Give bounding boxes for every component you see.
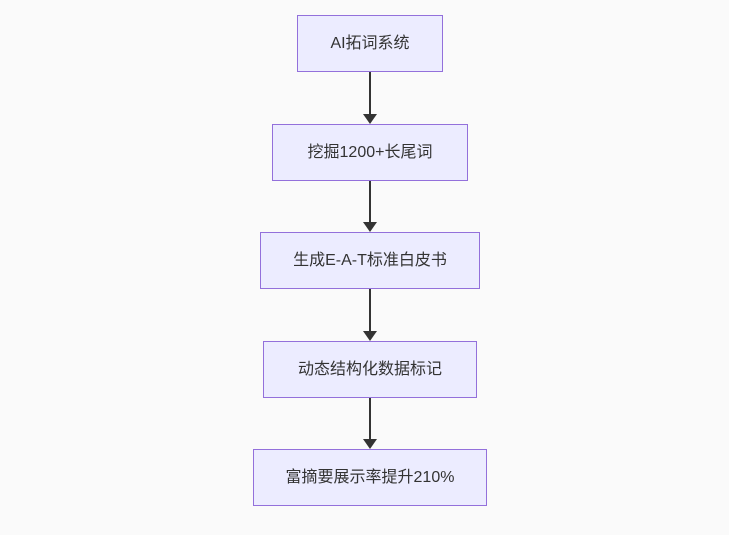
node-label: AI拓词系统 (330, 34, 410, 52)
edge-line-3 (369, 289, 371, 331)
node-label: 富摘要展示率提升210% (285, 468, 455, 486)
arrow-down-icon (363, 331, 377, 341)
edge-line-1 (369, 72, 371, 114)
node-label: 动态结构化数据标记 (297, 360, 442, 378)
flowchart-node-structured-data-markup: 动态结构化数据标记 (263, 341, 477, 398)
flowchart-node-ai-expansion-system: AI拓词系统 (297, 15, 443, 72)
flowchart-node-longtail-keywords: 挖掘1200+长尾词 (272, 124, 468, 181)
edge-line-4 (369, 398, 371, 439)
flowchart-node-eat-whitepaper: 生成E-A-T标准白皮书 (260, 232, 480, 289)
node-label: 挖掘1200+长尾词 (307, 143, 433, 161)
edge-line-2 (369, 181, 371, 222)
flowchart-node-rich-snippet-rate: 富摘要展示率提升210% (253, 449, 487, 506)
arrow-down-icon (363, 114, 377, 124)
node-label: 生成E-A-T标准白皮书 (293, 251, 447, 269)
arrow-down-icon (363, 439, 377, 449)
arrow-down-icon (363, 222, 377, 232)
